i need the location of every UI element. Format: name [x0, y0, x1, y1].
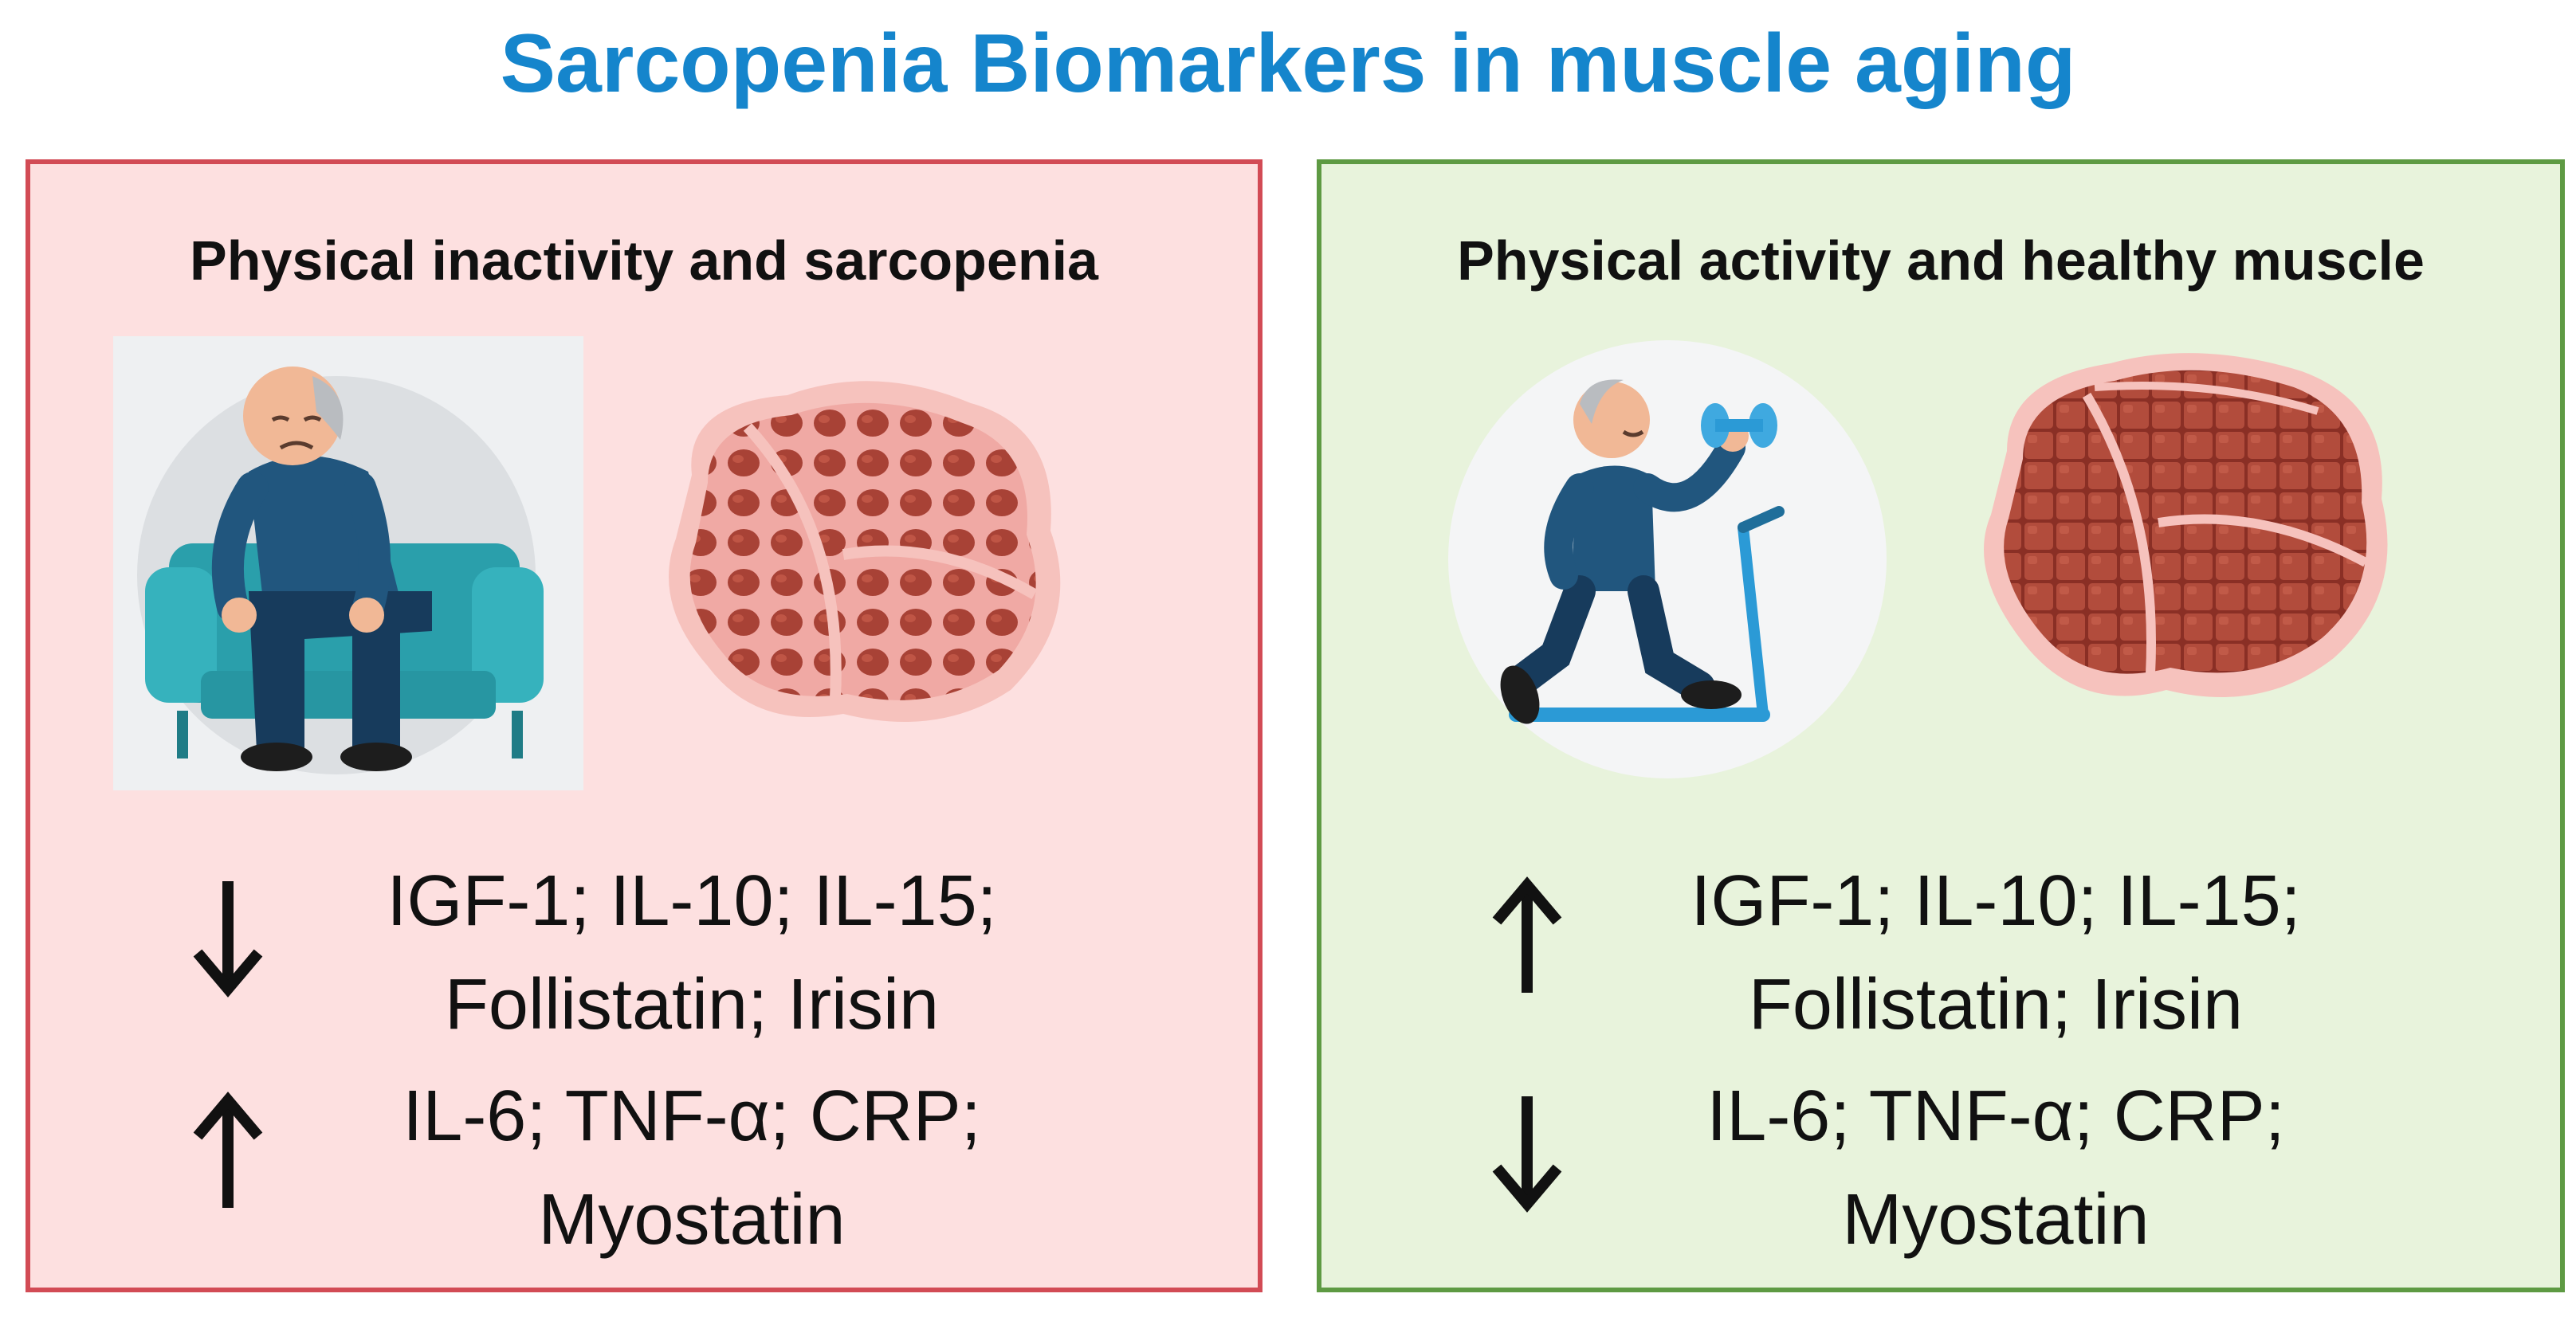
- biomarker-line: IGF-1; IL-10; IL-15;: [1690, 861, 2301, 941]
- arrow-up-icon: [193, 1092, 263, 1208]
- atrophied-muscle-icon: [669, 381, 1061, 722]
- arrow-down-icon: [193, 881, 263, 998]
- biomarker-group-increased: IL-6; TNF-α; CRP; Myostatin: [333, 1064, 1050, 1272]
- biomarker-line: IL-6; TNF-α; CRP;: [1706, 1076, 2285, 1156]
- diagram-title: Sarcopenia Biomarkers in muscle aging: [500, 18, 2076, 110]
- biomarker-group-decreased: IGF-1; IL-10; IL-15; Follistatin; Irisin: [333, 849, 1050, 1056]
- biomarker-line: Myostatin: [538, 1180, 846, 1260]
- panel-heading-activity: Physical activity and healthy muscle: [1457, 229, 2425, 292]
- biomarker-line: Follistatin; Irisin: [1748, 965, 2244, 1045]
- arrow-up-icon: [1492, 876, 1562, 993]
- exercising-elderly-man-icon: [1448, 340, 1887, 778]
- arrow-down-icon: [1492, 1096, 1562, 1213]
- biomarker-group-increased: IGF-1; IL-10; IL-15; Follistatin; Irisin: [1637, 849, 2354, 1056]
- panel-heading-inactivity: Physical inactivity and sarcopenia: [190, 229, 1098, 292]
- biomarker-group-decreased: IL-6; TNF-α; CRP; Myostatin: [1637, 1064, 2354, 1272]
- biomarker-line: Follistatin; Irisin: [444, 965, 940, 1045]
- panel-activity: Physical activity and healthy muscle: [1317, 159, 2565, 1292]
- biomarker-line: IL-6; TNF-α; CRP;: [402, 1076, 981, 1156]
- healthy-muscle-icon: [1984, 353, 2388, 697]
- sitting-elderly-man-icon: [113, 336, 583, 790]
- biomarker-line: Myostatin: [1842, 1180, 2150, 1260]
- panel-inactivity: Physical inactivity and sarcopenia: [26, 159, 1262, 1292]
- biomarker-line: IGF-1; IL-10; IL-15;: [387, 861, 997, 941]
